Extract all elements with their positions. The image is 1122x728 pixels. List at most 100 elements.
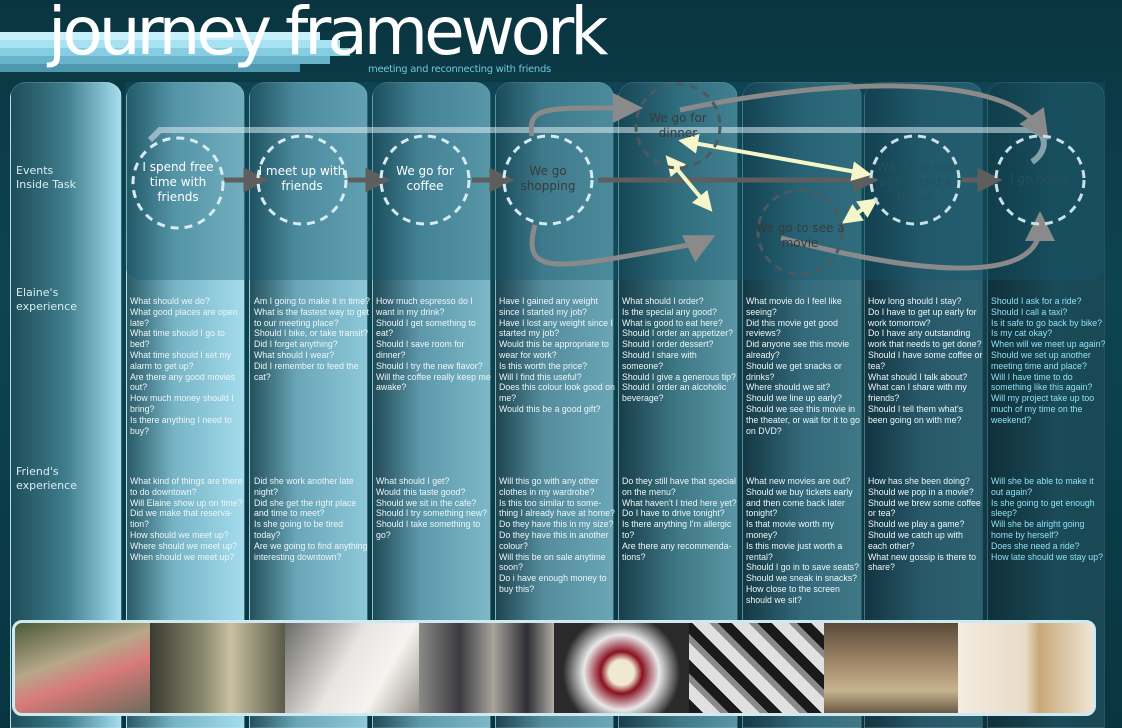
- question-item: Did I forget anything?: [254, 339, 338, 350]
- question-item: Does she need a ride?: [991, 540, 1080, 551]
- question-item: Is this movie just worth a rental?: [746, 540, 843, 562]
- photo-hand-holding-cup: [284, 623, 420, 713]
- question-item: What is good to eat here?: [622, 317, 723, 328]
- question-item: Would this taste good?: [376, 486, 466, 497]
- question-item: Would this be a good gift?: [499, 403, 601, 414]
- question-item: Should we brew some coffee or tea?: [868, 497, 981, 519]
- question-item: What is the fastest way to get to our me…: [254, 306, 369, 328]
- question-item: Should I save room for dinner?: [376, 339, 465, 360]
- question-item: Would this be appropriate to wear for wo…: [499, 339, 609, 360]
- question-item: Should I go in to save seats?: [746, 562, 859, 573]
- question-item: Will the coffee really keep me awake?: [376, 371, 491, 393]
- question-item: Is it safe to go back by bike?: [991, 317, 1103, 328]
- elaine-questions-column: Am I going to make it in time?What is th…: [254, 296, 370, 382]
- question-item: How should we meet up?: [130, 529, 229, 540]
- question-item: Should I get something to eat?: [376, 317, 476, 339]
- photo-shoppers-walking: [419, 623, 554, 713]
- question-item: Does this colour look good on me?: [499, 382, 615, 404]
- question-item: Do they have this in my size?: [499, 519, 614, 530]
- question-item: How has she been doing?: [868, 476, 970, 486]
- question-item: What should I talk about?: [868, 371, 968, 382]
- question-item: Do I have any outstanding work that need…: [868, 328, 982, 350]
- photo-dessert-plate: [554, 623, 689, 713]
- question-item: Did this movie get good reviews?: [746, 317, 838, 339]
- question-item: How much espresso do I want in my drink?: [376, 296, 473, 317]
- question-item: What movie do I feel like seeing?: [746, 296, 842, 317]
- question-item: Should we get snacks or drinks?: [746, 360, 842, 382]
- photo-bus-interior: [149, 623, 285, 713]
- question-item: Should I bike, or take transit?: [254, 328, 368, 339]
- question-item: Is the special any good?: [622, 306, 717, 317]
- question-item: Am I going to make it in time?: [254, 296, 370, 306]
- event-node-coffee: We go for coffee: [396, 164, 454, 193]
- question-item: Should we set up another meeting time an…: [991, 349, 1091, 371]
- photo-strip: [12, 620, 1096, 716]
- question-item: Are there any good movies out?: [130, 371, 236, 393]
- elaine-questions-column: Should I ask for a ride?Should I call a …: [991, 296, 1107, 426]
- question-item: Should I take something to go?: [376, 519, 481, 540]
- event-node-circle-6: [756, 188, 844, 276]
- yellow-arrow-movie-hangout: [841, 198, 879, 224]
- question-item: Have I gained any weight since I started…: [499, 296, 598, 317]
- question-item: Will this go with any other clothes in m…: [499, 476, 599, 497]
- row-label-elaine: Elaine's experience: [16, 286, 77, 313]
- question-item: Should we sit in the cafe?: [376, 497, 477, 508]
- question-item: Should I call a taxi?: [991, 306, 1068, 317]
- question-item: What kind of things are there to do down…: [130, 476, 243, 497]
- question-item: What should I get?: [376, 476, 450, 486]
- question-item: Should I try something new?: [376, 508, 488, 519]
- event-node-circle-4: [502, 134, 594, 226]
- question-item: Will I have time to do something like th…: [991, 371, 1093, 393]
- event-node-circle-1: [131, 136, 225, 230]
- question-item: How late should we stay up?: [991, 551, 1103, 562]
- row-label-friend: Friend's experience: [16, 465, 77, 492]
- return-loop-arrow: [147, 127, 1047, 165]
- elaine-questions-column: What should we do?What good places are o…: [130, 296, 246, 436]
- page-title: journey framework: [48, 0, 608, 70]
- photo-friends-patio: [15, 623, 150, 713]
- question-item: Will this be on sale anytime soon?: [499, 551, 606, 573]
- friend-questions-column: Do they still have that special on the m…: [622, 476, 738, 562]
- question-item: Should we sneak in snacks?: [746, 573, 858, 584]
- yellow-arrow-dinner-hangout: [678, 133, 872, 182]
- question-item: Did she get the right place and time to …: [254, 497, 357, 519]
- question-item: What time should I set my alarm to get u…: [130, 349, 232, 371]
- question-item: What should I order?: [622, 296, 704, 306]
- question-item: Is my cat okay?: [991, 328, 1053, 339]
- question-item: Are we going to find anything interestin…: [254, 540, 368, 562]
- event-node-shopping: We go shopping: [520, 164, 576, 193]
- elaine-questions-column: Have I gained any weight since I started…: [499, 296, 615, 415]
- question-item: How long should I stay?: [868, 296, 962, 306]
- question-item: What new gossip is there to share?: [868, 551, 977, 573]
- question-item: What new movies are out?: [746, 476, 851, 486]
- question-item: Should I share with someone?: [622, 349, 697, 371]
- question-item: Will my project take up too much of my t…: [991, 393, 1095, 425]
- question-item: When will we meet up again?: [991, 339, 1106, 350]
- friend-questions-column: What new movies are out?Should we buy ti…: [746, 476, 862, 606]
- question-item: Is she going to be tired today?: [254, 519, 344, 540]
- friend-questions-column: How has she been doing?Should we pop in …: [868, 476, 984, 573]
- question-item: Did she work another late night?: [254, 476, 354, 497]
- question-item: Will I find this useful?: [499, 371, 582, 382]
- arrow-shopping-to-dinner: [528, 93, 643, 137]
- photo-door-handle: [958, 623, 1093, 713]
- question-item: What can I share with my friends?: [868, 382, 967, 404]
- event-node-go-home: I go home: [1009, 172, 1071, 186]
- question-item: Did anyone see this movie already?: [746, 339, 850, 360]
- question-item: Will Elaine show up on time?: [130, 497, 243, 508]
- arrow-shopping-to-movie: [529, 224, 716, 267]
- question-item: Did we make that reserva-tion?: [130, 508, 233, 530]
- friend-questions-column: What should I get?Would this taste good?…: [376, 476, 492, 541]
- event-node-circle-8: [994, 134, 1086, 226]
- arrow-movie-to-home: [780, 211, 1055, 271]
- question-item: Where should we meet up?: [130, 540, 238, 551]
- photo-film-reel: [688, 623, 824, 713]
- event-node-circle-5: [634, 82, 722, 170]
- event-node-movie: We go to see a movie: [755, 221, 845, 250]
- page-subtitle: meeting and reconnecting with friends: [368, 64, 551, 75]
- question-item: Do i have enough money to buy this?: [499, 573, 607, 594]
- event-node-circle-7: [869, 134, 961, 226]
- question-item: Do they still have that special on the m…: [622, 476, 736, 497]
- question-item: Is she going to get enough sleep?: [991, 497, 1095, 519]
- question-item: Should we see this movie in the theater,…: [746, 403, 860, 436]
